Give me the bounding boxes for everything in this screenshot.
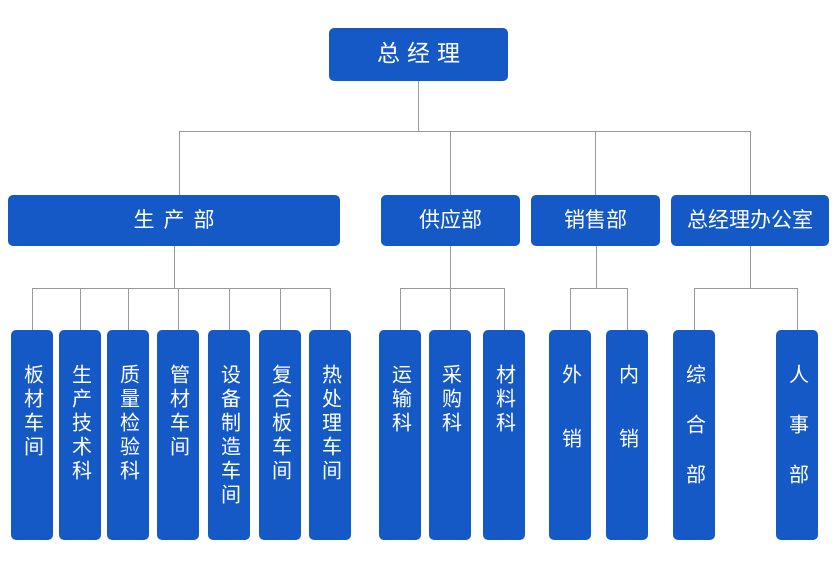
node-supply-dept[interactable]: 供应部 [381, 195, 520, 246]
node-label: 总经理办公室 [687, 207, 813, 232]
connector-supply-bus [400, 288, 504, 289]
node-label: 质量检验科 [116, 364, 141, 484]
node-composite-plate-workshop[interactable]: 复合板车间 [259, 330, 301, 540]
node-label: 人事部 [785, 364, 810, 514]
node-sales-dept[interactable]: 销售部 [531, 195, 660, 246]
connector-drop-equipment-manufacturing [229, 288, 230, 330]
node-label: 复合板车间 [268, 364, 293, 484]
node-label: 销售部 [564, 207, 627, 232]
node-plate-workshop[interactable]: 板材车间 [11, 330, 53, 540]
node-production-technology-dept[interactable]: 生产技术科 [59, 330, 101, 540]
connector-drop-export-sales [570, 288, 571, 330]
connector-sales-bus [570, 288, 627, 289]
node-label: 设备制造车间 [217, 364, 242, 508]
node-label: 板材车间 [20, 364, 45, 460]
node-general-manager[interactable]: 总经理 [329, 28, 508, 81]
node-label: 生产技术科 [68, 364, 93, 484]
connector-drop-production-technology [80, 288, 81, 330]
node-quality-inspection-dept[interactable]: 质量检验科 [107, 330, 149, 540]
node-material-section[interactable]: 材料科 [483, 330, 525, 540]
connector-supply-stem [450, 246, 451, 288]
node-personnel-dept[interactable]: 人事部 [776, 330, 818, 540]
node-domestic-sales[interactable]: 内销 [606, 330, 648, 540]
connector-drop-pipe-workshop [178, 288, 179, 330]
node-label: 运输科 [388, 364, 413, 436]
connector-root-stem [418, 81, 419, 132]
connector-drop-domestic-sales [627, 288, 628, 330]
node-gm-office[interactable]: 总经理办公室 [671, 195, 829, 246]
node-label: 热处理车间 [318, 364, 343, 484]
connector-sales-stem [596, 246, 597, 288]
connector-drop-purchasing [450, 288, 451, 330]
connector-production-stem [174, 246, 175, 288]
node-production-dept[interactable]: 生产部 [8, 195, 340, 246]
node-heat-treatment-workshop[interactable]: 热处理车间 [309, 330, 351, 540]
connector-drop-heat-treatment [330, 288, 331, 330]
node-label: 综合部 [682, 364, 707, 514]
node-label: 管材车间 [166, 364, 191, 460]
node-purchasing-section[interactable]: 采购科 [429, 330, 471, 540]
node-pipe-workshop[interactable]: 管材车间 [157, 330, 199, 540]
connector-drop-personnel [797, 288, 798, 330]
node-transport-section[interactable]: 运输科 [379, 330, 421, 540]
connector-drop-sales [595, 131, 596, 195]
connector-drop-transport [400, 288, 401, 330]
node-general-affairs-dept[interactable]: 综合部 [673, 330, 715, 540]
connector-level1-bus [179, 131, 751, 132]
node-label: 生产部 [133, 207, 224, 232]
node-label: 内销 [615, 364, 640, 492]
connector-drop-quality-inspection [128, 288, 129, 330]
connector-gm-office-stem [750, 246, 751, 288]
connector-drop-composite-plate [280, 288, 281, 330]
connector-production-bus [32, 288, 330, 289]
connector-drop-supply [450, 131, 451, 195]
connector-drop-production [179, 131, 180, 195]
node-label: 采购科 [438, 364, 463, 436]
connector-drop-material [504, 288, 505, 330]
node-label: 外销 [558, 364, 583, 492]
node-equipment-manufacturing-workshop[interactable]: 设备制造车间 [208, 330, 250, 540]
connector-drop-plate-workshop [32, 288, 33, 330]
node-label: 材料科 [492, 364, 517, 436]
node-label: 总经理 [377, 40, 467, 67]
connector-drop-general-affairs [694, 288, 695, 330]
node-export-sales[interactable]: 外销 [549, 330, 591, 540]
connector-gm-office-bus [694, 288, 798, 289]
connector-drop-gm-office [750, 131, 751, 195]
node-label: 供应部 [419, 207, 482, 232]
